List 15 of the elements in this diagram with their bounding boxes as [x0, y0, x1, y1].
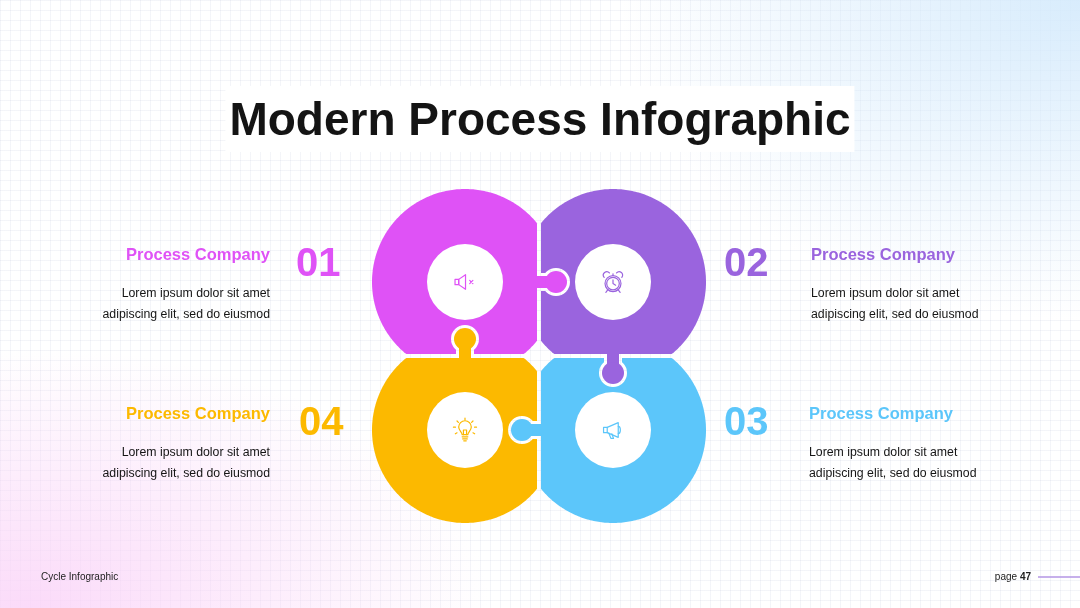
footer-caption: Cycle Infographic	[41, 570, 119, 584]
step-description: Lorem ipsum dolor sit amet adipiscing elit, sed do eiusmod	[101, 443, 270, 482]
step-heading: Process Company	[811, 244, 955, 264]
step-description: Lorem ipsum dolor sit amet adipiscing elit, sed do eiusmod	[809, 443, 978, 482]
step-number: 02	[724, 242, 769, 282]
step-heading: Process Company	[126, 403, 270, 423]
step-number: 01	[296, 242, 341, 282]
step-description: Lorem ipsum dolor sit amet adipiscing elit, sed do eiusmod	[811, 284, 980, 323]
page-number: page 47	[994, 570, 1031, 584]
step-number: 03	[724, 401, 769, 441]
step-heading: Process Company	[809, 403, 953, 423]
step-description: Lorem ipsum dolor sit amet adipiscing elit, sed do eiusmod	[101, 284, 270, 323]
step-number: 04	[299, 401, 344, 441]
title: Modern Process Infographic	[225, 86, 855, 152]
step-heading: Process Company	[126, 244, 270, 264]
